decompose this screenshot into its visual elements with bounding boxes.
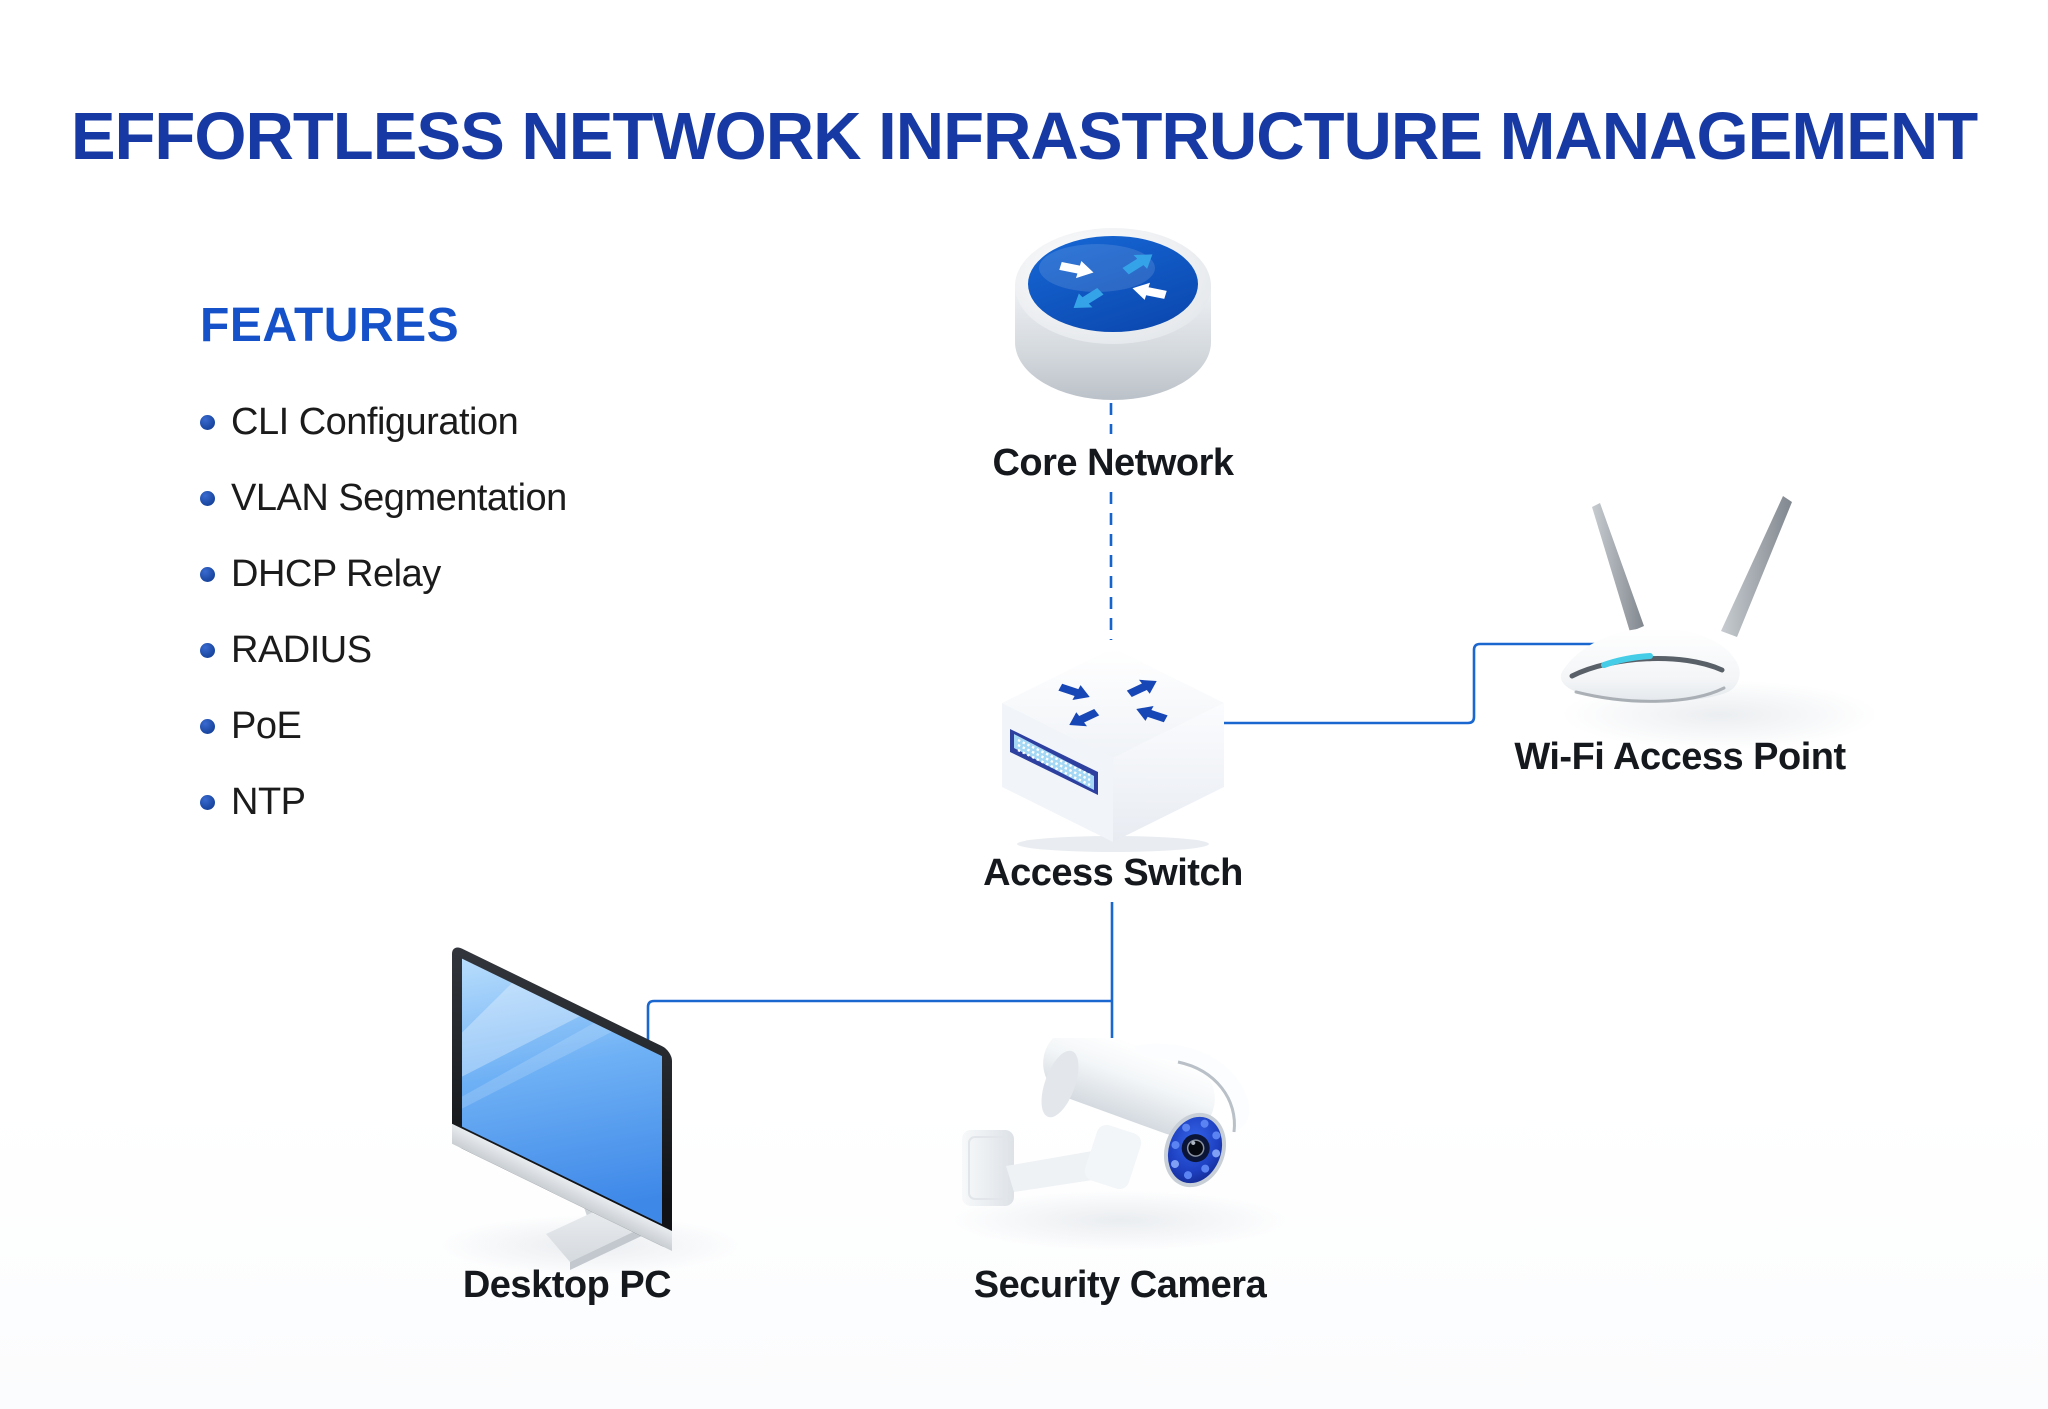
features-panel: FEATURES CLI Configuration VLAN Segmenta…	[200, 302, 760, 858]
node-label-wifi-access-point: Wi-Fi Access Point	[1514, 736, 1846, 778]
antenna	[1592, 503, 1644, 632]
router-icon	[1015, 228, 1211, 400]
feature-item: VLAN Segmentation	[200, 477, 760, 519]
features-heading: FEATURES	[200, 299, 460, 352]
features-list: CLI Configuration VLAN Segmentation DHCP…	[200, 401, 760, 823]
bullet-icon	[200, 718, 215, 734]
node-label-core-network: Core Network	[992, 442, 1234, 484]
status-light	[1601, 653, 1653, 668]
bullet-icon	[200, 414, 215, 430]
switch-port-strip	[1010, 729, 1098, 795]
feature-item: CLI Configuration	[200, 401, 760, 443]
node-label-desktop-pc: Desktop PC	[462, 1264, 672, 1306]
wire-switch-to-pc	[646, 999, 1112, 1044]
camera-body	[1041, 1038, 1250, 1188]
page-title: EFFORTLESS NETWORK INFRASTRUCTURE MANAGE…	[70, 99, 1978, 174]
bullet-icon	[200, 490, 215, 506]
camera-hood	[1134, 1043, 1250, 1132]
wireless-router-icon	[1560, 496, 1792, 703]
monitor-screen	[462, 958, 662, 1225]
feature-item: RADIUS	[200, 629, 760, 671]
feature-item: PoE	[200, 705, 760, 747]
node-label-access-switch: Access Switch	[983, 852, 1243, 894]
wire-switch-to-ap	[1222, 642, 1597, 725]
cctv-camera-icon	[962, 1038, 1250, 1206]
antenna	[1721, 496, 1792, 637]
feature-item: NTP	[200, 781, 760, 823]
camera-lens-face	[1163, 1112, 1227, 1188]
switch-icon	[1002, 648, 1224, 852]
bullet-icon	[200, 794, 215, 810]
monitor-icon	[452, 947, 672, 1270]
monitor-chin	[452, 1123, 672, 1252]
node-label-security-camera: Security Camera	[973, 1264, 1267, 1306]
camera-wall-mount	[962, 1130, 1014, 1206]
camera-arm	[1006, 1150, 1106, 1192]
feature-item: DHCP Relay	[200, 553, 760, 595]
bullet-icon	[200, 566, 215, 582]
bullet-icon	[200, 642, 215, 658]
